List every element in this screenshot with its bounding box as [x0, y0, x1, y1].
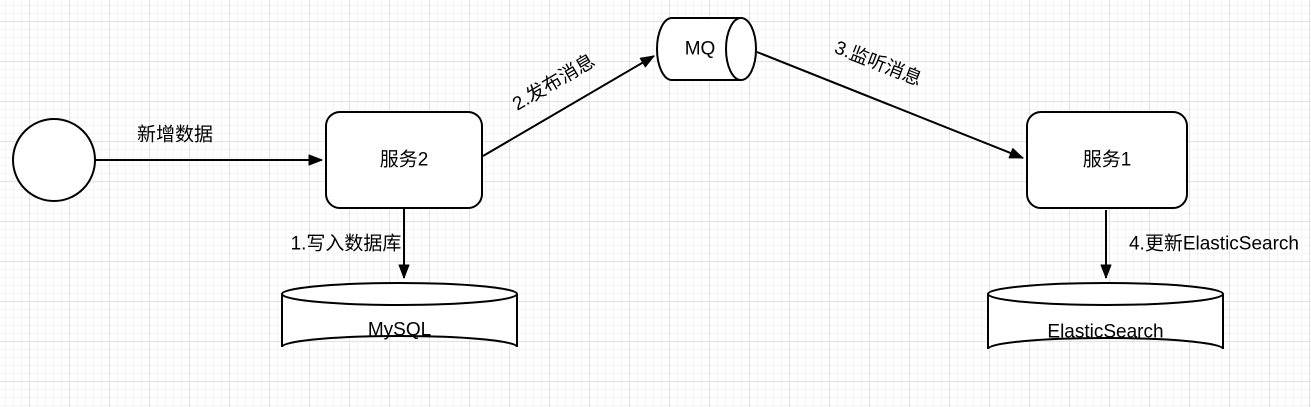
mq-cylinder-body[interactable] [656, 17, 741, 81]
edge-label-publish-msg-group: 2.发布消息 [509, 50, 599, 116]
edge-label-update-es[interactable]: 4.更新ElasticSearch [1129, 233, 1299, 255]
service1-rect[interactable] [1026, 111, 1188, 209]
elasticsearch-cylinder-body[interactable] [987, 294, 1224, 350]
service1-label: 服务1 [1083, 149, 1132, 171]
start-node-circle[interactable] [12, 118, 96, 202]
mysql-cylinder-top[interactable] [281, 282, 518, 306]
service2-label: 服务2 [380, 149, 429, 171]
node-mq[interactable]: MQ [656, 17, 757, 81]
mysql-cylinder-body[interactable] [281, 294, 518, 348]
edge-label-listen-msg-group: 3.监听消息 [831, 36, 925, 90]
edge-label-publish-msg[interactable]: 2.发布消息 [509, 50, 599, 116]
node-elasticsearch[interactable]: ElasticSearch [987, 282, 1224, 350]
elasticsearch-label: ElasticSearch [1047, 322, 1163, 343]
elasticsearch-cylinder-top[interactable] [987, 282, 1224, 306]
node-service1[interactable]: 服务1 [1026, 111, 1188, 209]
edge-publish-msg[interactable] [482, 55, 655, 157]
node-mysql[interactable]: MySQL [281, 282, 518, 348]
edge-label-listen-msg[interactable]: 3.监听消息 [831, 36, 925, 90]
mq-cylinder-cap[interactable] [725, 17, 757, 81]
edge-label-add-data[interactable]: 新增数据 [137, 124, 213, 146]
node-service2[interactable]: 服务2 [325, 111, 483, 209]
mysql-label: MySQL [368, 320, 431, 341]
edge-label-write-db[interactable]: 1.写入数据库 [291, 233, 402, 255]
edge-listen-msg[interactable] [756, 51, 1024, 159]
mq-label: MQ [685, 39, 716, 60]
